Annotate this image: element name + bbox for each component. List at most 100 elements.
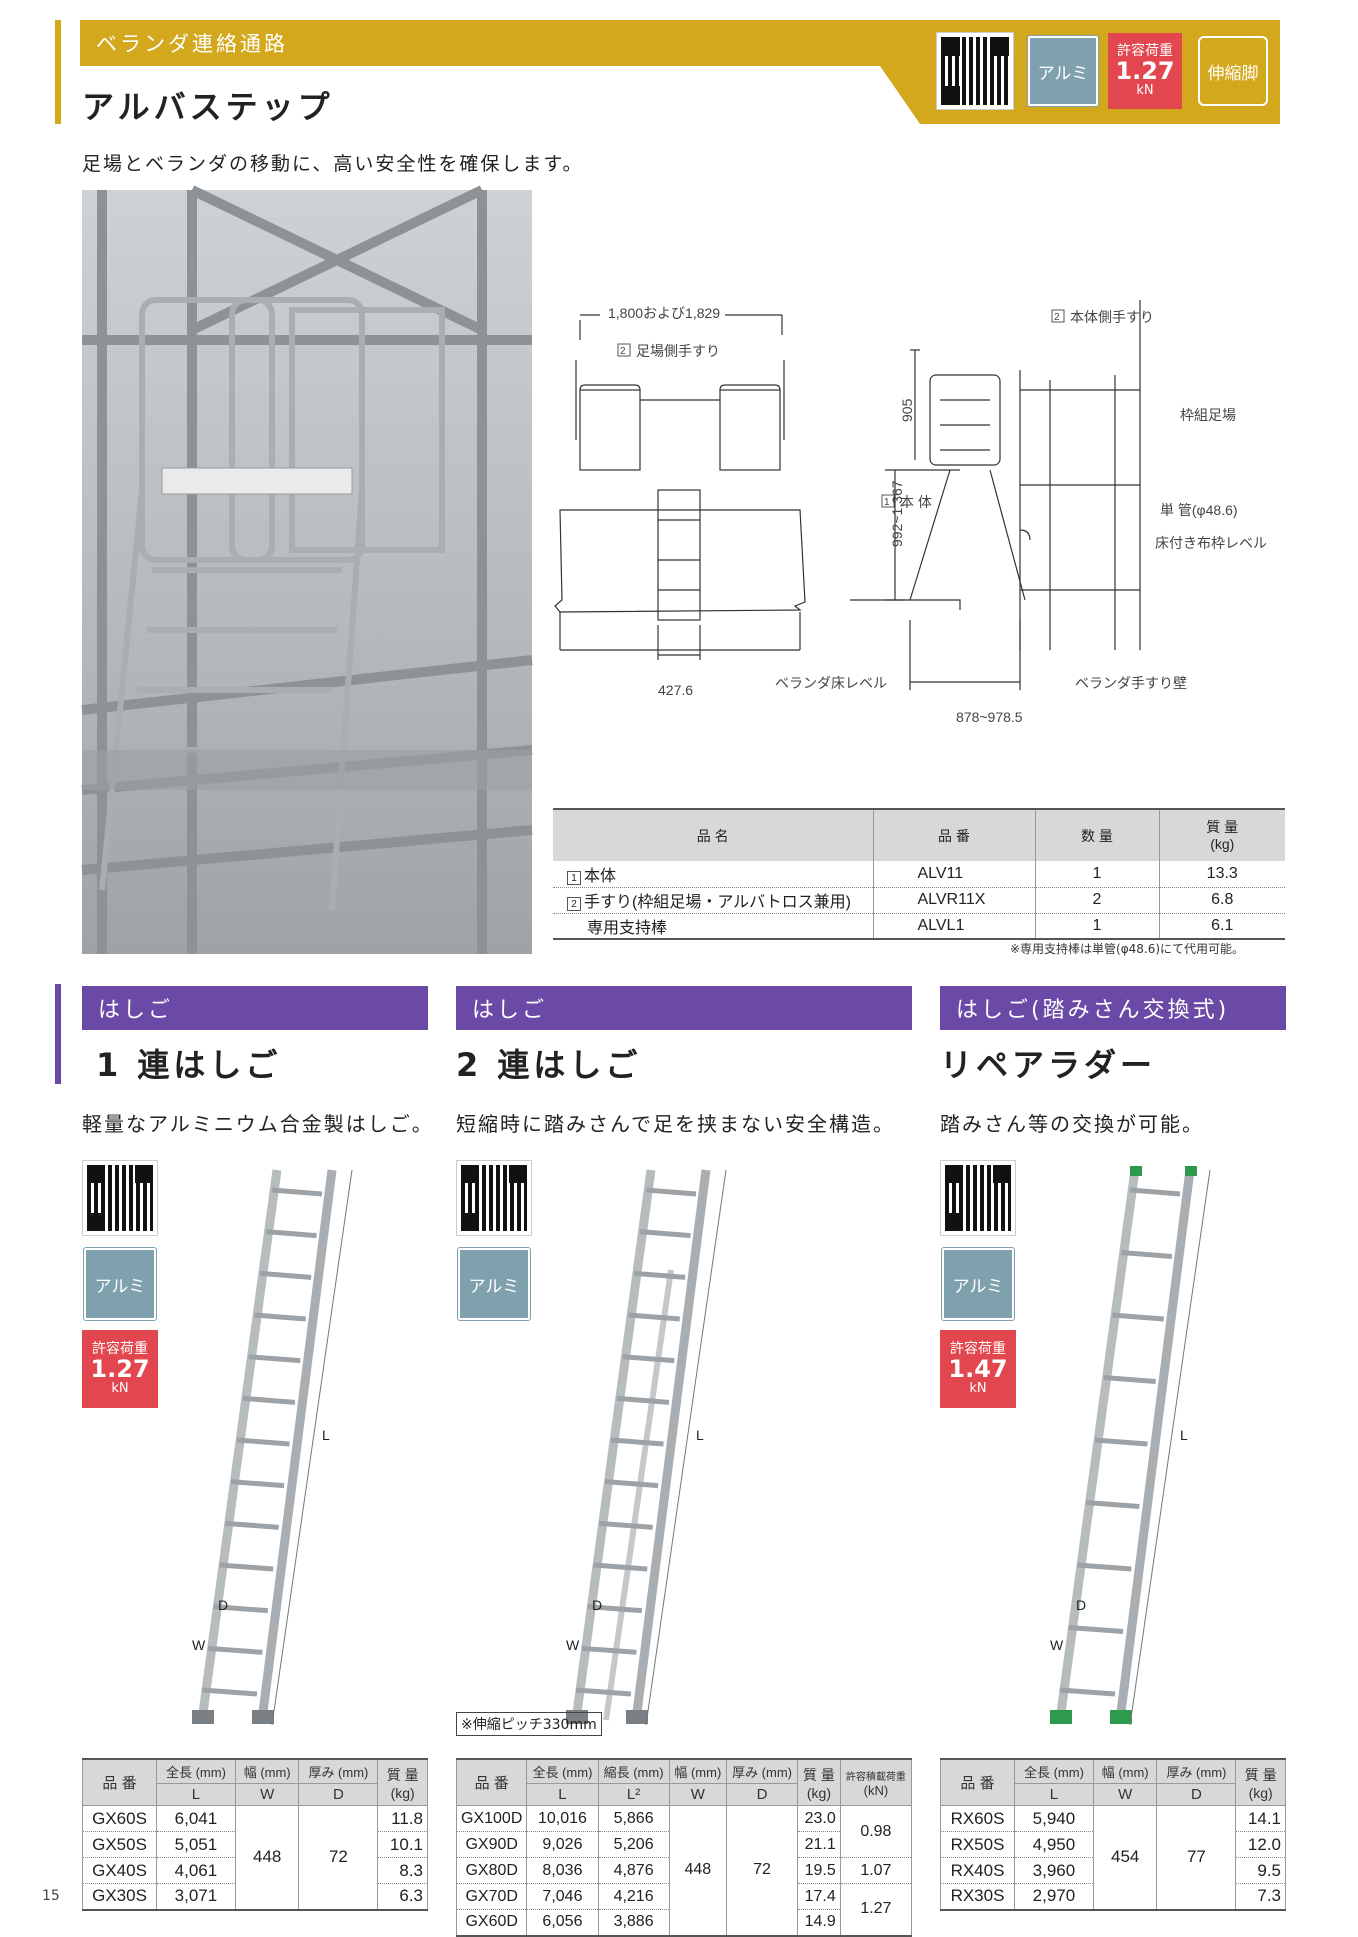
spec-mass: 21.1: [797, 1831, 841, 1858]
spec-sub-depth: D: [1156, 1783, 1237, 1806]
part-mass-cell: 6.1: [1159, 913, 1285, 940]
ladder-dim-L: L: [1180, 1427, 1188, 1443]
section-category: はしご: [98, 998, 174, 1023]
section-left-marker: [55, 984, 61, 1084]
veranda-floor-label: ベランダ床レベル: [775, 675, 887, 691]
feature-badge: 伸縮脚: [1198, 36, 1268, 106]
part-code-cell: ALV11: [873, 861, 1036, 888]
spec-header-length: 全長 (mm): [526, 1758, 599, 1784]
side-rail-number: 2: [620, 346, 626, 357]
parts-header-mass-unit: (kg): [1210, 835, 1235, 852]
spec-mass: 12.0: [1235, 1831, 1286, 1858]
ladder-dim-L: L: [322, 1427, 330, 1443]
spec-sub-width: W: [1092, 1783, 1158, 1806]
spec-header-depth: 厚み (mm): [725, 1758, 799, 1784]
section-category: はしご(踏みさん交換式): [956, 998, 1230, 1023]
spec-width: 448: [234, 1805, 300, 1911]
spec-length: 9,026: [526, 1831, 599, 1858]
spec-mass: 19.5: [797, 1857, 841, 1884]
material-badge: アルミ: [458, 1248, 530, 1320]
spec-header-mass-unit: (kg): [390, 1784, 415, 1801]
load-badge-value: 1.47: [948, 1354, 1008, 1383]
spec-mass: 10.1: [377, 1831, 428, 1858]
side-rail-label: 足場側手すり: [636, 343, 720, 359]
part-mass-cell: 6.8: [1159, 887, 1285, 914]
parts-header-mass: 質 量(kg): [1159, 809, 1285, 861]
qr-code-icon[interactable]: [936, 32, 1014, 110]
spec-code: RX40S: [940, 1857, 1015, 1884]
dimension-diagram: 1,800および1,829 2 足場側手すり 2 本体側手すり 905 枠組足場…: [554, 300, 1267, 725]
spec-header-mass-label: 質 量: [386, 1766, 419, 1783]
spec-mass: 14.1: [1235, 1805, 1286, 1832]
part-qty: 1: [1092, 864, 1102, 882]
part-mass: 6.8: [1211, 891, 1234, 908]
spec-load: 1.07: [839, 1857, 913, 1884]
spec-sub-short: L²: [597, 1783, 670, 1806]
spec-mass: 14.9: [797, 1909, 841, 1937]
load-badge-label: 許容荷重: [1117, 43, 1173, 60]
dim-range-label: 878~978.5: [956, 709, 1023, 725]
spec-code: GX60D: [455, 1909, 528, 1937]
section-category-bar: はしご(踏みさん交換式): [940, 986, 1286, 1030]
page-title: アルバステップ: [82, 88, 334, 126]
qr-code-icon[interactable]: [456, 1160, 532, 1236]
ladder-dim-D: D: [592, 1597, 602, 1613]
spec-short: 4,216: [597, 1883, 670, 1910]
spec-short: 5,866: [597, 1805, 670, 1832]
material-badge: アルミ: [1028, 36, 1098, 106]
material-badge: アルミ: [942, 1248, 1014, 1320]
spec-mass: 23.0: [797, 1805, 841, 1832]
load-badge-unit: kN: [969, 1381, 987, 1397]
load-badge: 許容荷重 1.27 kN: [1108, 33, 1182, 109]
material-badge: アルミ: [84, 1248, 156, 1320]
spec-mass: 8.3: [377, 1857, 428, 1884]
part-name: 専用支持棒: [587, 919, 668, 937]
spec-sub-width: W: [668, 1783, 727, 1806]
page-number: 15: [42, 1888, 60, 1904]
qr-code-icon[interactable]: [940, 1160, 1016, 1236]
spec-sub-length: L: [156, 1783, 236, 1806]
load-badge-label: 許容荷重: [92, 1341, 148, 1358]
spec-mass: 7.3: [1235, 1883, 1286, 1911]
spec-length: 3,071: [156, 1883, 236, 1911]
part-mass-cell: 13.3: [1159, 861, 1285, 888]
page-lead: 足場とベランダの移動に、高い安全性を確保します。: [82, 153, 584, 175]
part-number-box: 1: [567, 870, 581, 885]
spec-code: GX90D: [455, 1831, 528, 1858]
product-photo: [81, 185, 533, 954]
ladder-illustration: LDW: [192, 1169, 353, 1726]
dim-height-label: 992~1,367: [889, 480, 905, 547]
spec-header-code: 品 番: [940, 1758, 1015, 1806]
parts-header-qty: 数 量: [1035, 809, 1160, 861]
part-name-cell: 専用支持棒: [553, 913, 874, 940]
spec-header-depth: 厚み (mm): [298, 1758, 379, 1784]
spec-header-length: 全長 (mm): [156, 1758, 236, 1784]
load-badge-unit: kN: [111, 1381, 129, 1397]
load-badge-label: 許容荷重: [950, 1341, 1006, 1358]
ladder-illustration: LDW: [1050, 1166, 1211, 1726]
spec-header-width: 幅 (mm): [234, 1758, 300, 1784]
spec-mass: 17.4: [797, 1883, 841, 1910]
part-code-cell: ALVR11X: [873, 887, 1036, 914]
ladder-dim-W: W: [192, 1637, 206, 1653]
ladder-illustration: LDW: [566, 1169, 727, 1726]
spec-code: GX30S: [82, 1883, 157, 1911]
spec-header-load-unit: (kN): [863, 1782, 889, 1798]
spec-sub-depth: D: [725, 1783, 799, 1806]
spec-sub-width: W: [234, 1783, 300, 1806]
section-lead: 短縮時に踏みさんで足を挟まない安全構造。: [456, 1112, 895, 1136]
spec-header-mass-label: 質 量: [1244, 1766, 1277, 1783]
spec-length: 6,056: [526, 1909, 599, 1937]
part-name: 手すり(枠組足場・アルバトロス兼用): [584, 894, 851, 911]
section-title: 1 連はしご: [96, 1046, 282, 1084]
part-number-box: 2: [567, 897, 581, 911]
qr-code-icon[interactable]: [82, 1160, 158, 1236]
spec-code: GX40S: [82, 1857, 157, 1884]
